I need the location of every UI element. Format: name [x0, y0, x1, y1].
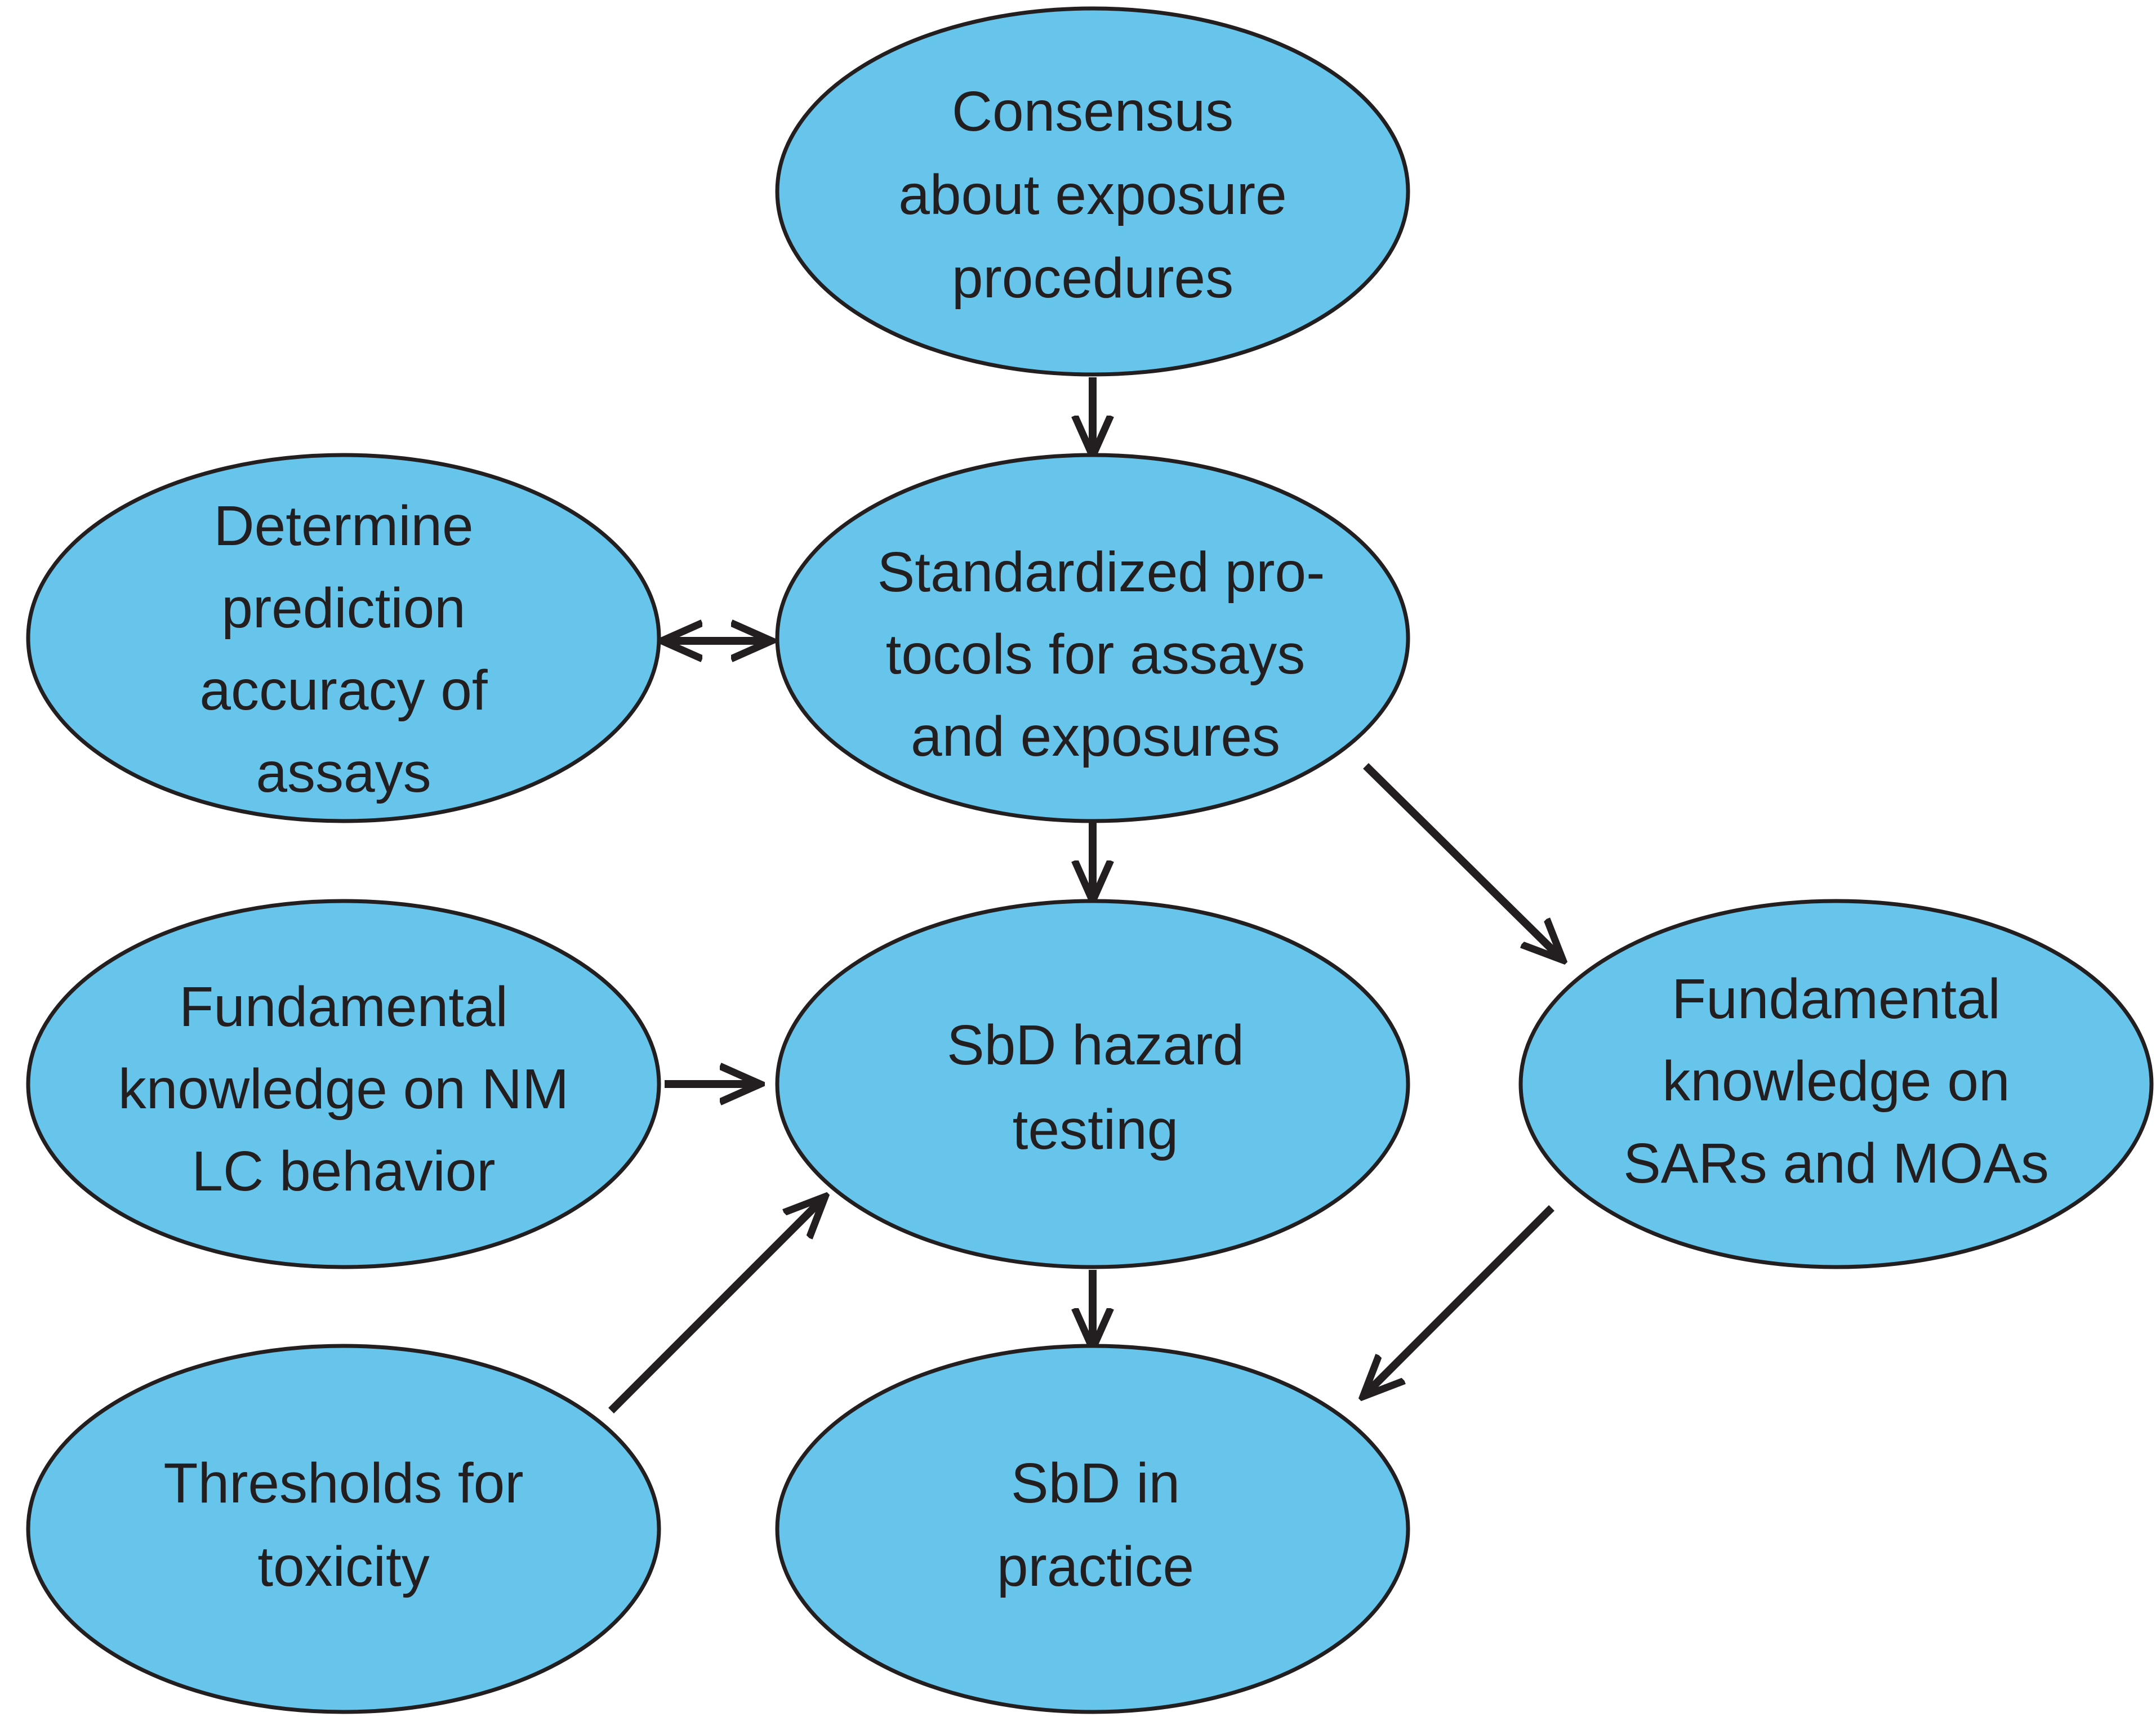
node-determine-line-4: assays — [256, 741, 431, 804]
node-hazard-line-2: testing — [1013, 1098, 1179, 1161]
node-thresholds-line-2: toxicity — [257, 1535, 430, 1598]
edge-fund-sar-to-practice — [1363, 1205, 1554, 1397]
node-thresholds-line-1: Thresholds for — [163, 1452, 523, 1515]
node-standardized: Standardized pro- tocols for assays and … — [775, 453, 1410, 823]
node-fund-nm-line-2: knowledge on NM — [118, 1058, 569, 1121]
node-consensus-line-2: about exposure — [898, 163, 1286, 226]
node-determine-line-2: prediction — [221, 577, 466, 640]
node-practice-line-1: SbD in — [1011, 1452, 1180, 1515]
node-consensus-line-3: procedures — [952, 247, 1233, 310]
node-fund-nm: Fundamental knowledge on NM LC behavior — [26, 899, 661, 1269]
node-consensus: Consensus about exposure procedures — [775, 6, 1410, 377]
node-thresholds: Thresholds for toxicity — [26, 1344, 661, 1714]
node-determine-line-1: Determine — [213, 494, 473, 558]
node-standardized-line-3: and exposures — [911, 705, 1280, 768]
node-fund-sar-line-3: SARs and MOAs — [1623, 1132, 2049, 1195]
node-hazard: SbD hazard testing — [775, 899, 1410, 1269]
node-fund-nm-line-3: LC behavior — [191, 1140, 495, 1203]
node-fund-sar-line-1: Fundamental — [1672, 967, 2001, 1031]
edge-thresholds-to-hazard — [608, 1197, 825, 1413]
edge-standardized-to-fund-sar — [1363, 763, 1563, 960]
node-practice: SbD in practice — [775, 1344, 1410, 1714]
node-hazard-line-1: SbD hazard — [947, 1014, 1244, 1077]
node-practice-line-2: practice — [997, 1535, 1194, 1598]
node-consensus-line-1: Consensus — [952, 80, 1233, 143]
node-fund-sar: Fundamental knowledge on SARs and MOAs — [1518, 899, 2154, 1269]
node-fund-sar-line-2: knowledge on — [1662, 1050, 2010, 1113]
node-standardized-line-2: tocols for assays — [886, 623, 1306, 686]
node-standardized-line-1: Standardized pro- — [877, 541, 1325, 604]
node-determine: Determine prediction accuracy of assays — [26, 453, 661, 823]
node-fund-nm-line-1: Fundamental — [179, 975, 508, 1038]
node-determine-line-3: accuracy of — [199, 659, 488, 722]
edges — [608, 377, 1563, 1413]
